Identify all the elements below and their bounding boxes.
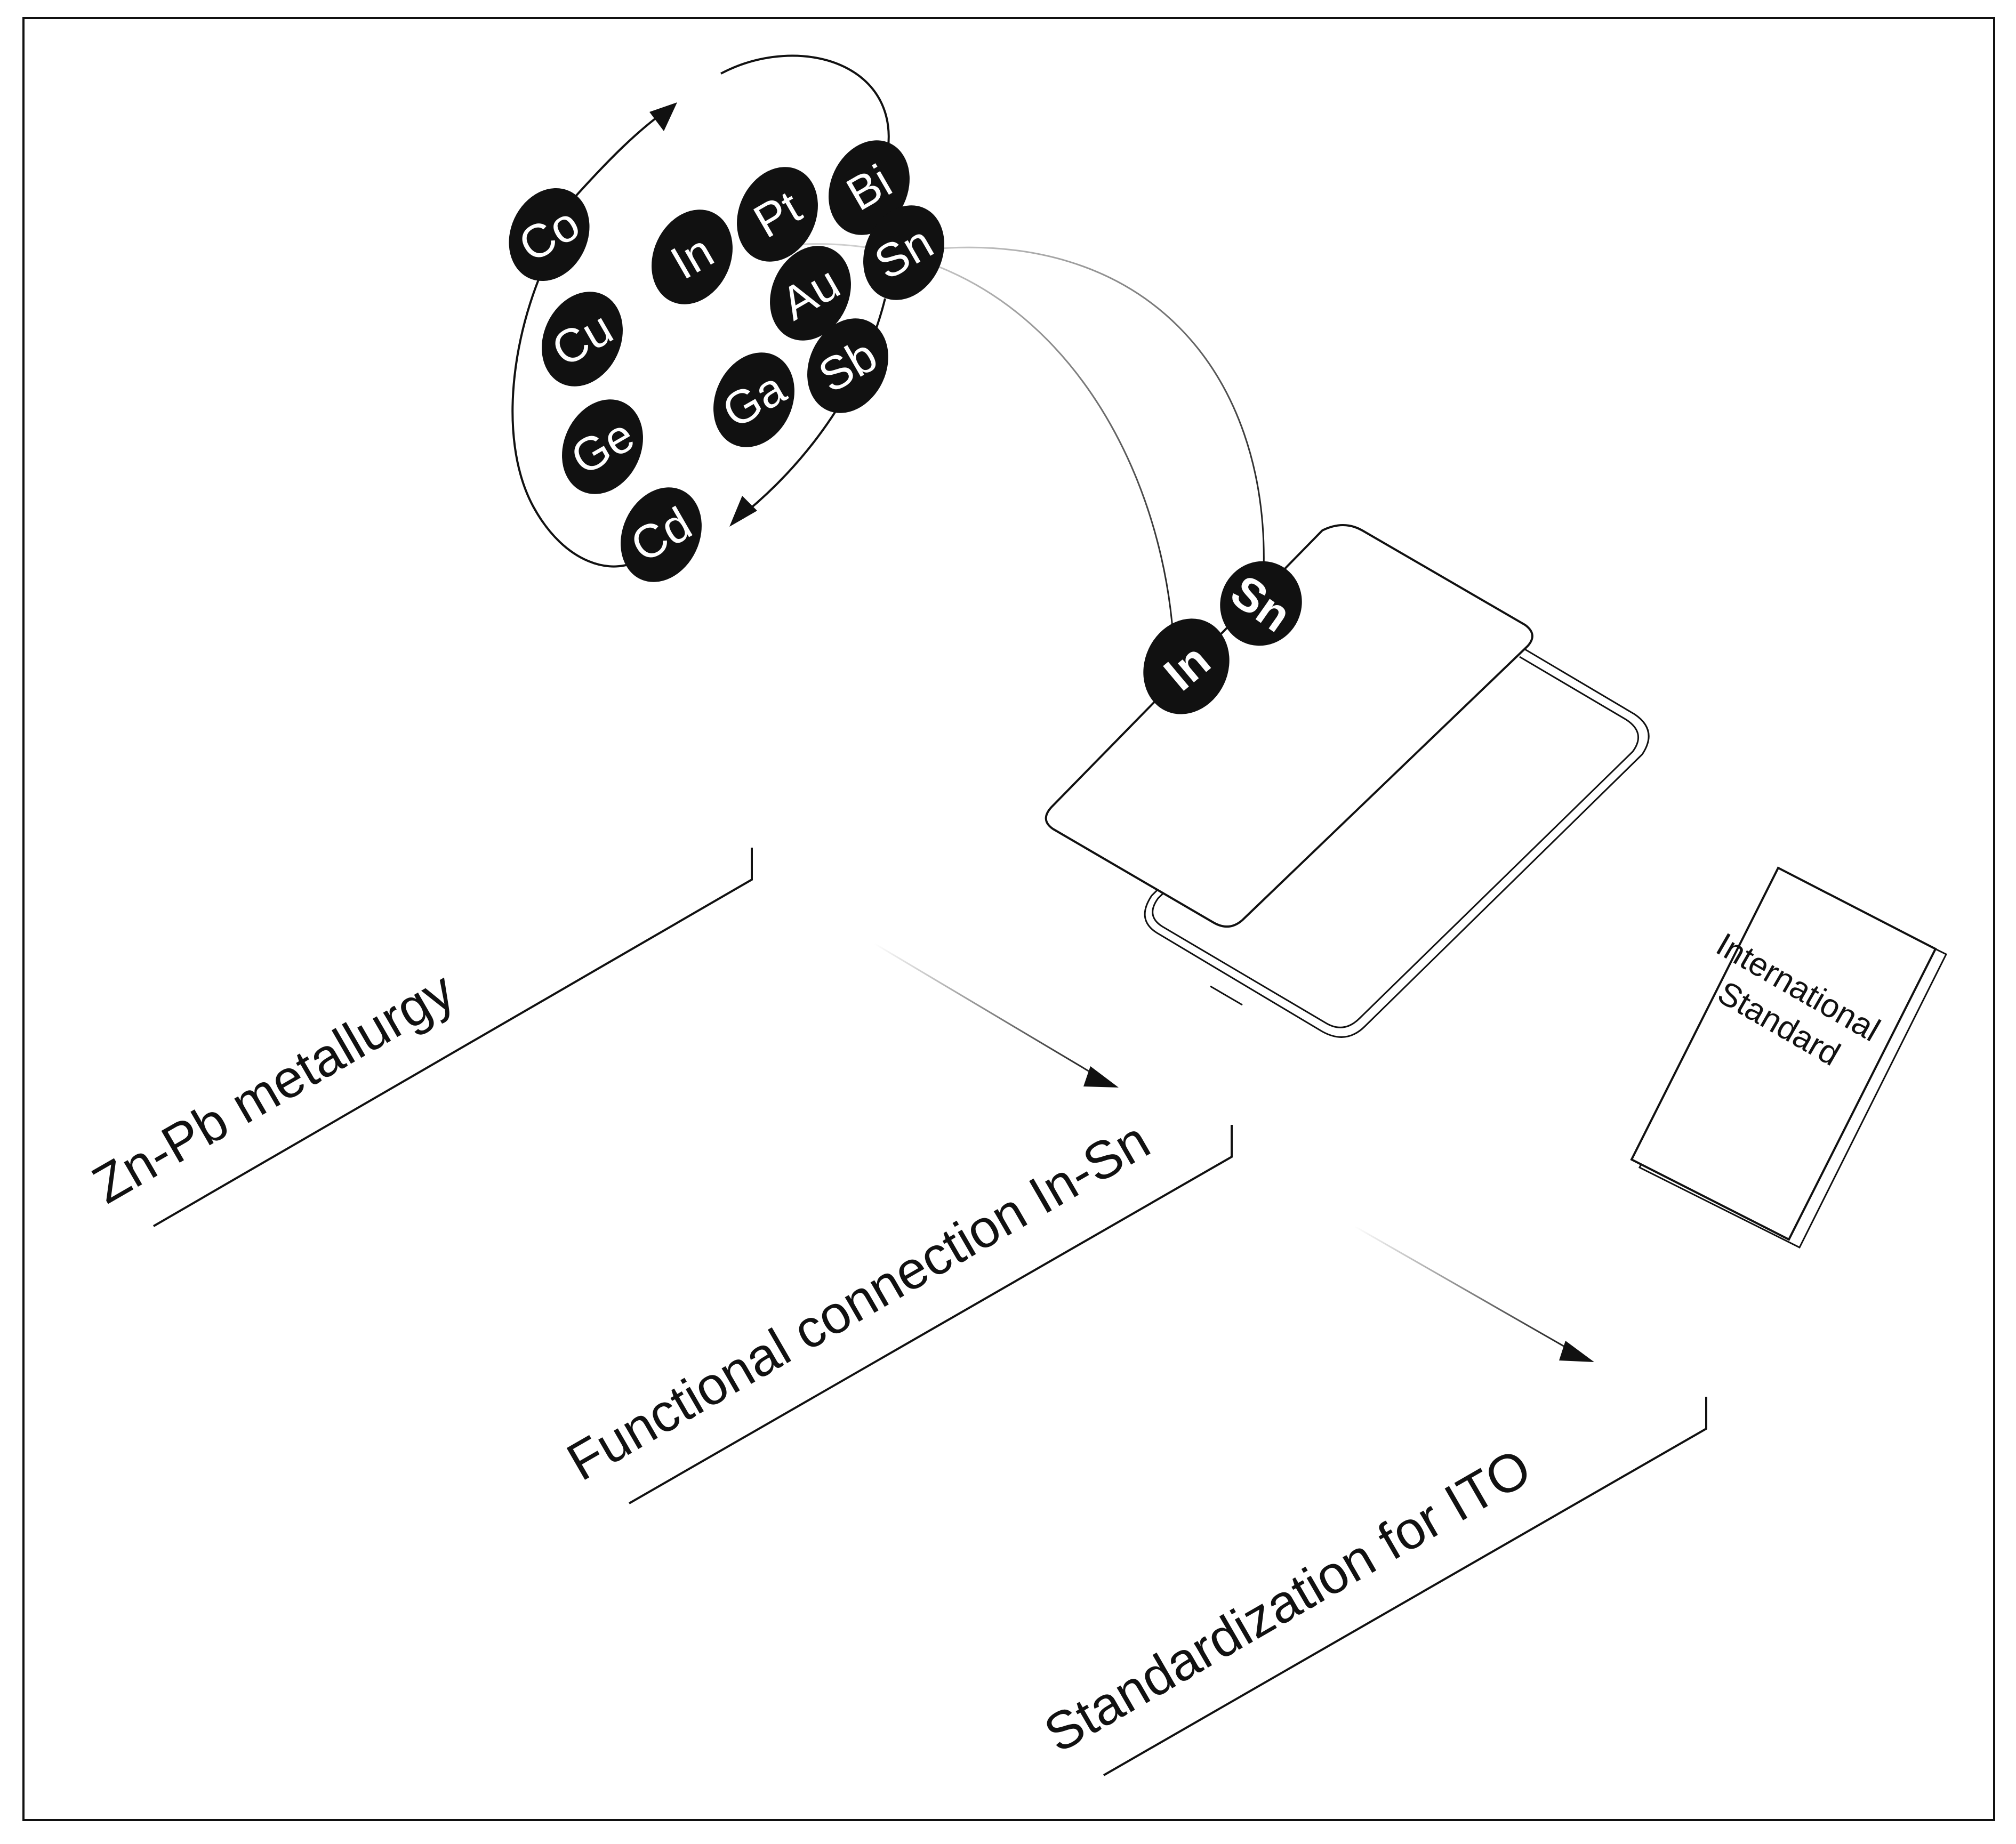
element-au: Au xyxy=(770,246,851,341)
stage-ito-label: Standardization for ITO xyxy=(1034,1437,1541,1764)
document-front-page xyxy=(1630,866,1937,1241)
stage-zn-pb-label: Zn-Pb metallurgy xyxy=(83,960,464,1215)
element-ga: Ga xyxy=(713,352,794,447)
flow-arrow-2 xyxy=(1354,1225,1594,1362)
element-bi: Bi xyxy=(829,140,910,235)
standard-document: International Standard xyxy=(1630,866,1948,1249)
cycle-arrow-down xyxy=(729,496,757,527)
stage-zn-pb: Zn-Pb metallurgy xyxy=(83,848,753,1227)
element-co: Co xyxy=(509,188,590,281)
stage-in-sn-label: Functional connection In-Sn xyxy=(557,1110,1160,1492)
element-cycle: Co In Pt Bi Sn Au Cu Ga xyxy=(509,140,944,582)
device-element-in: In xyxy=(1143,618,1230,714)
diagram-frame xyxy=(22,17,1995,1821)
element-pt: Pt xyxy=(737,167,818,262)
device-screen xyxy=(1045,524,1533,928)
device-body-outer xyxy=(1144,647,1650,1038)
stage-in-sn: Functional connection In-Sn xyxy=(557,1110,1233,1504)
flow-arrow-2-head xyxy=(1559,1341,1594,1362)
device-body-inner xyxy=(1152,656,1639,1028)
flow-arrow-1-head xyxy=(1083,1066,1119,1088)
device-home-slot xyxy=(1210,985,1243,1006)
touchscreen-device xyxy=(1045,524,1650,1038)
element-cu: Cu xyxy=(542,292,623,386)
flow-arrow-1 xyxy=(874,943,1119,1088)
element-sb: Sb xyxy=(807,318,888,413)
element-ge: Ge xyxy=(562,399,643,494)
device-element-sn: Sn xyxy=(1220,561,1302,646)
in-sn-connection xyxy=(746,243,1265,635)
element-in: In xyxy=(652,210,733,304)
cycle-arrow-up xyxy=(649,102,677,131)
element-sn: Sn xyxy=(863,205,944,300)
element-cd: Cd xyxy=(621,487,702,582)
stage-ito: Standardization for ITO xyxy=(1034,1397,1707,1776)
